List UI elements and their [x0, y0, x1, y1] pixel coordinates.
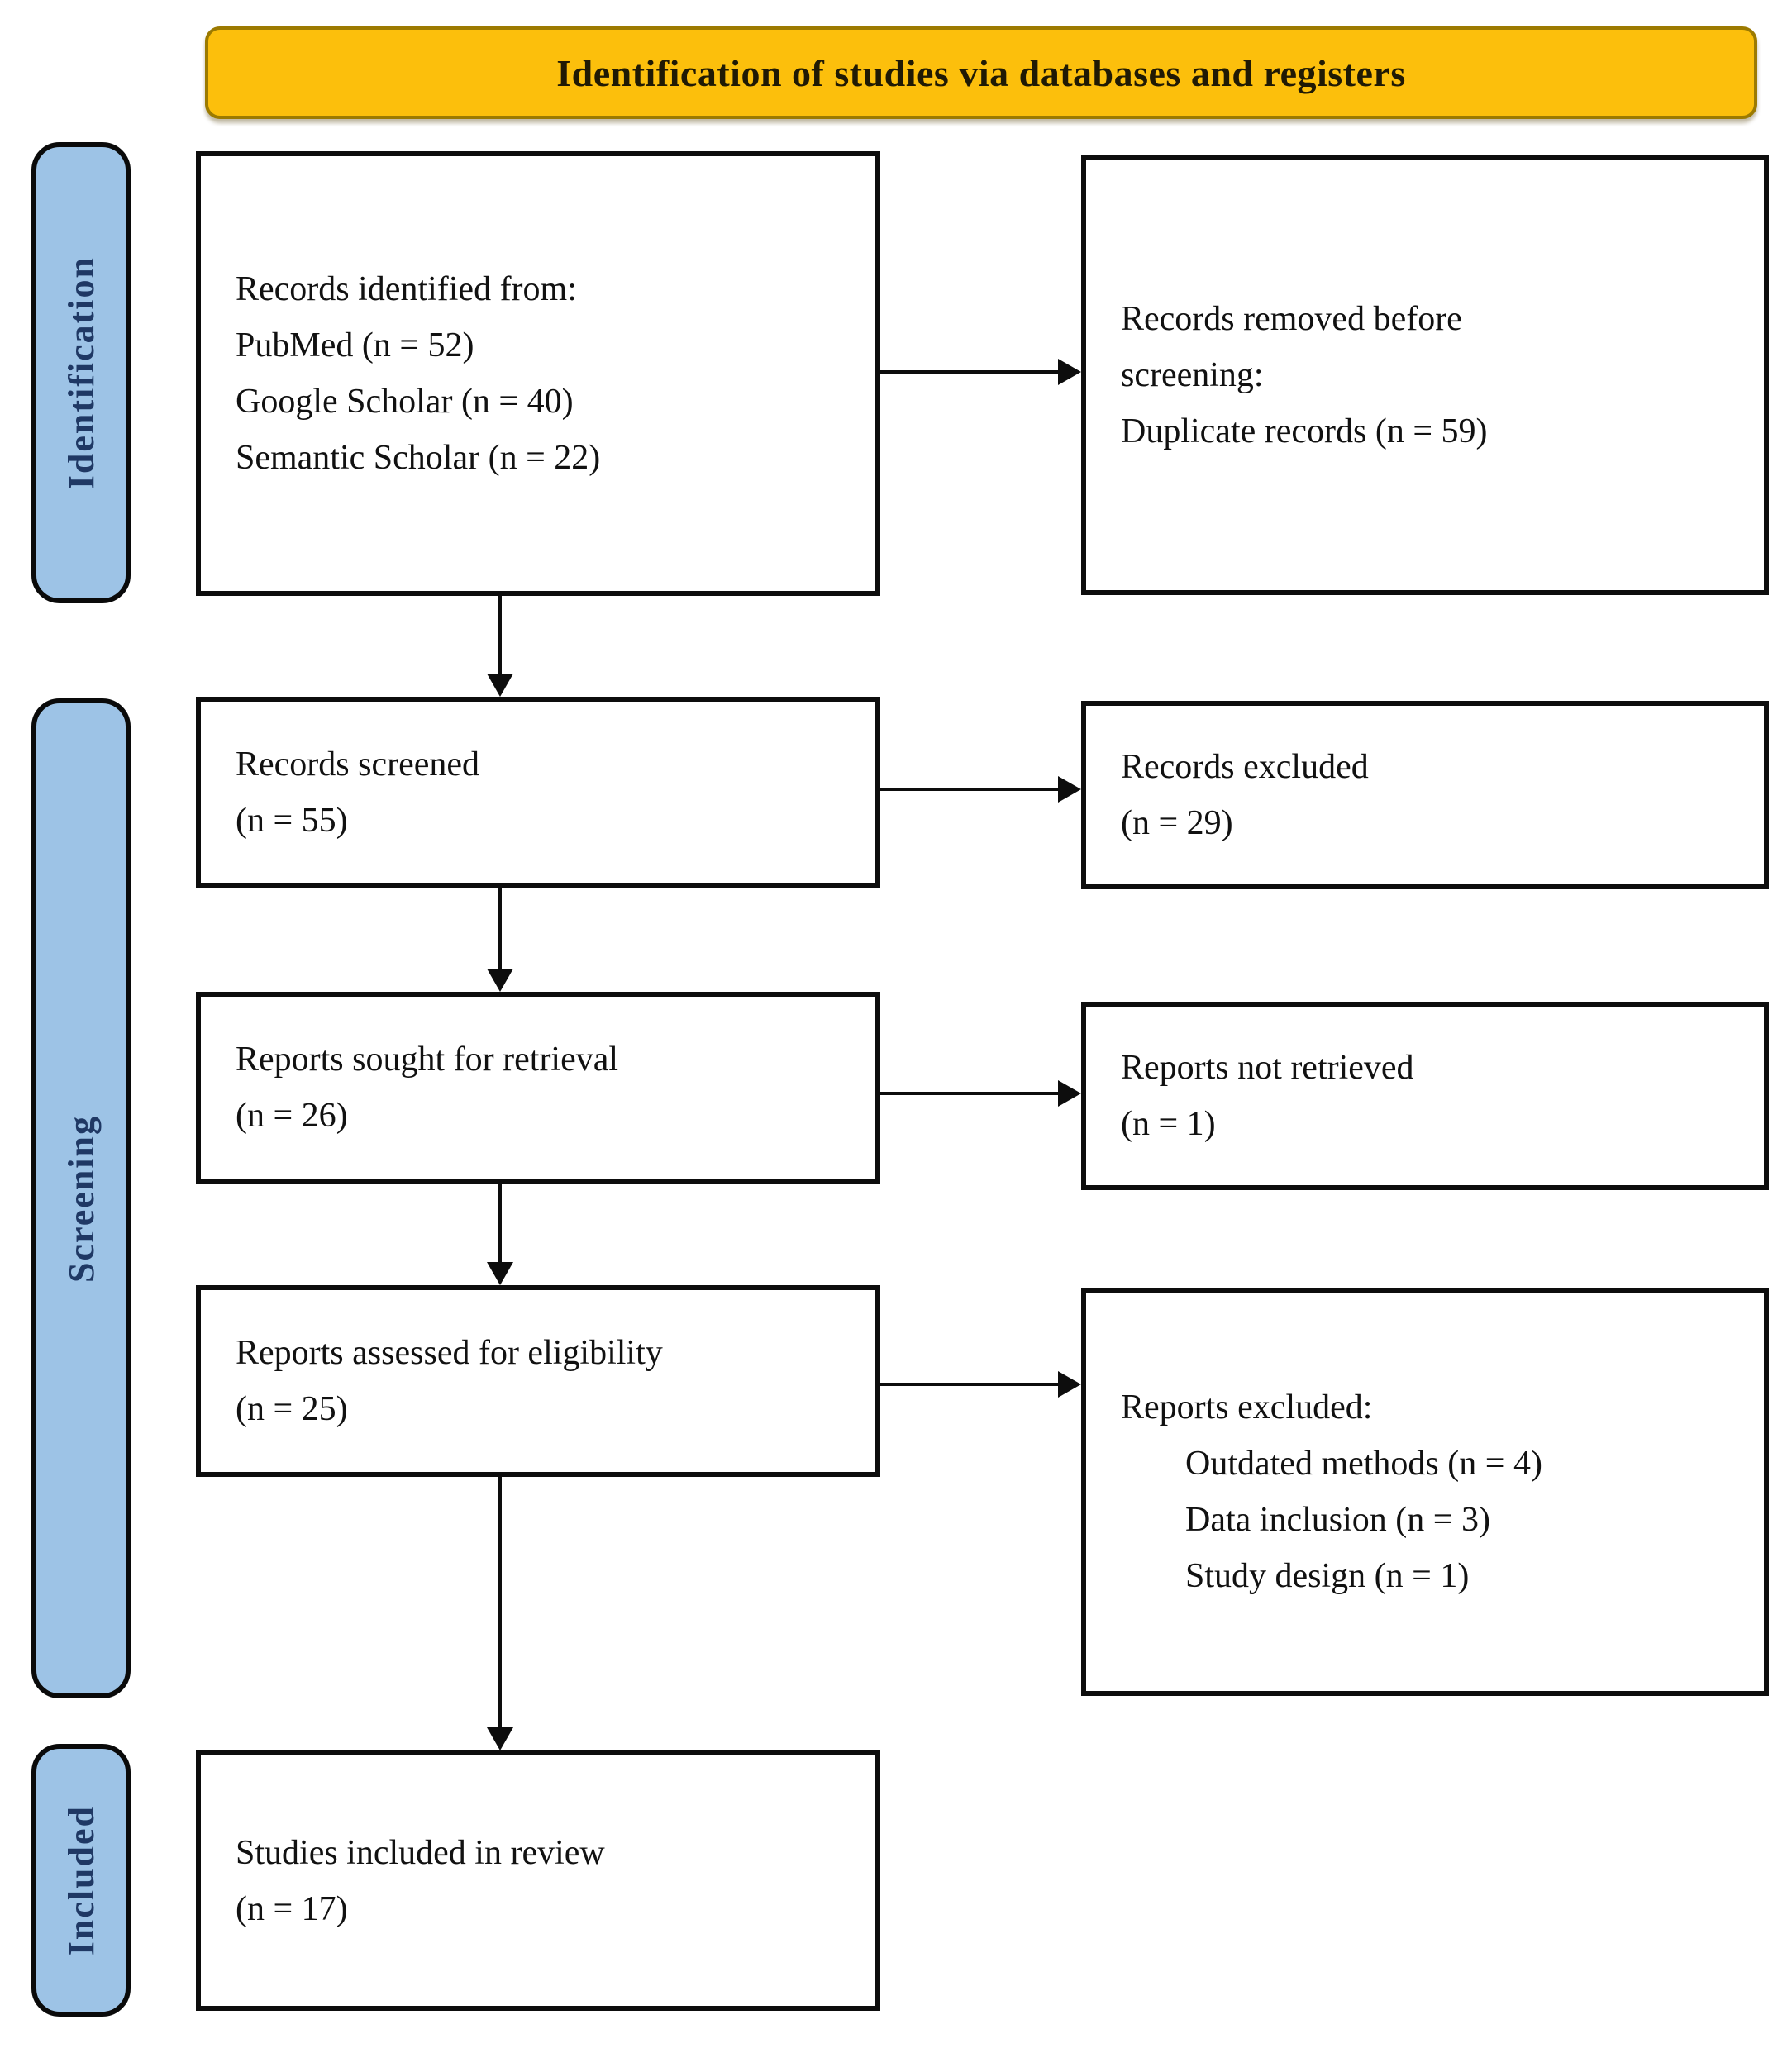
arrow-right-identified-to-removed: [880, 357, 1081, 387]
arrow-shaft: [498, 1477, 502, 1727]
box-line: (n = 26): [236, 1097, 348, 1135]
banner: Identification of studies via databases …: [205, 26, 1757, 119]
flow-box-studies-included: Studies included in review (n = 17): [196, 1750, 880, 2011]
arrow-down-identified-to-screened: [485, 596, 515, 697]
box-line: (n = 29): [1121, 804, 1233, 842]
arrow-head-right-icon: [1058, 359, 1081, 385]
box-line: Records identified from:: [236, 270, 577, 308]
flow-box-records-removed: Records removed before screening: Duplic…: [1081, 155, 1769, 595]
stage-label-screening: Screening: [31, 698, 131, 1698]
stage-label-screening-text: Screening: [60, 1114, 102, 1283]
arrow-right-sought-to-not-retrieved: [880, 1079, 1081, 1108]
box-line: Duplicate records (n = 59): [1121, 412, 1488, 450]
box-line: Reports excluded:: [1121, 1388, 1373, 1426]
arrow-shaft: [498, 888, 502, 969]
box-line: Google Scholar (n = 40): [236, 383, 574, 421]
box-line: Records screened: [236, 745, 480, 783]
box-line: Data inclusion (n = 3): [1185, 1501, 1490, 1539]
arrow-shaft: [880, 370, 1058, 374]
box-line: screening:: [1121, 356, 1264, 394]
flow-box-reports-sought: Reports sought for retrieval (n = 26): [196, 992, 880, 1184]
box-line: (n = 17): [236, 1889, 348, 1928]
arrow-right-assessed-to-reports-excluded: [880, 1369, 1081, 1399]
arrow-head-down-icon: [487, 969, 513, 992]
arrow-down-screened-to-sought: [485, 888, 515, 992]
flow-box-records-screened: Records screened (n = 55): [196, 697, 880, 888]
arrow-head-down-icon: [487, 1262, 513, 1285]
box-line: Studies included in review: [236, 1833, 605, 1872]
box-line: (n = 1): [1121, 1105, 1216, 1143]
banner-title: Identification of studies via databases …: [556, 51, 1406, 94]
arrow-shaft: [498, 596, 502, 674]
box-line: Reports not retrieved: [1121, 1049, 1414, 1087]
arrow-shaft: [880, 788, 1058, 791]
flow-box-reports-excluded: Reports excluded: Outdated methods (n = …: [1081, 1288, 1769, 1696]
flow-box-reports-not-retrieved: Reports not retrieved (n = 1): [1081, 1002, 1769, 1190]
arrow-head-right-icon: [1058, 1080, 1081, 1107]
arrow-down-assessed-to-included: [485, 1477, 515, 1750]
arrow-down-sought-to-assessed: [485, 1184, 515, 1285]
box-line: (n = 25): [236, 1390, 348, 1428]
arrow-right-screened-to-excluded: [880, 774, 1081, 804]
box-line: Study design (n = 1): [1185, 1557, 1470, 1595]
box-line: Outdated methods (n = 4): [1185, 1445, 1542, 1483]
box-line: PubMed (n = 52): [236, 326, 474, 364]
stage-label-included-text: Included: [60, 1804, 102, 1956]
stage-label-identification: Identification: [31, 142, 131, 603]
arrow-shaft: [880, 1092, 1058, 1095]
box-line: Semantic Scholar (n = 22): [236, 439, 601, 477]
stage-label-included: Included: [31, 1744, 131, 2017]
flow-box-records-identified: Records identified from: PubMed (n = 52)…: [196, 151, 880, 596]
box-line: Records excluded: [1121, 748, 1369, 786]
arrow-shaft: [498, 1184, 502, 1262]
arrow-head-right-icon: [1058, 776, 1081, 803]
box-line: Reports assessed for eligibility: [236, 1334, 663, 1372]
box-line: (n = 55): [236, 802, 348, 840]
flow-box-records-excluded: Records excluded (n = 29): [1081, 701, 1769, 889]
stage-label-identification-text: Identification: [60, 255, 102, 490]
arrow-head-down-icon: [487, 674, 513, 697]
flow-box-reports-assessed: Reports assessed for eligibility (n = 25…: [196, 1285, 880, 1477]
box-line: Records removed before: [1121, 300, 1462, 338]
box-line: Reports sought for retrieval: [236, 1041, 619, 1079]
arrow-shaft: [880, 1383, 1058, 1386]
arrow-head-right-icon: [1058, 1371, 1081, 1398]
arrow-head-down-icon: [487, 1727, 513, 1750]
